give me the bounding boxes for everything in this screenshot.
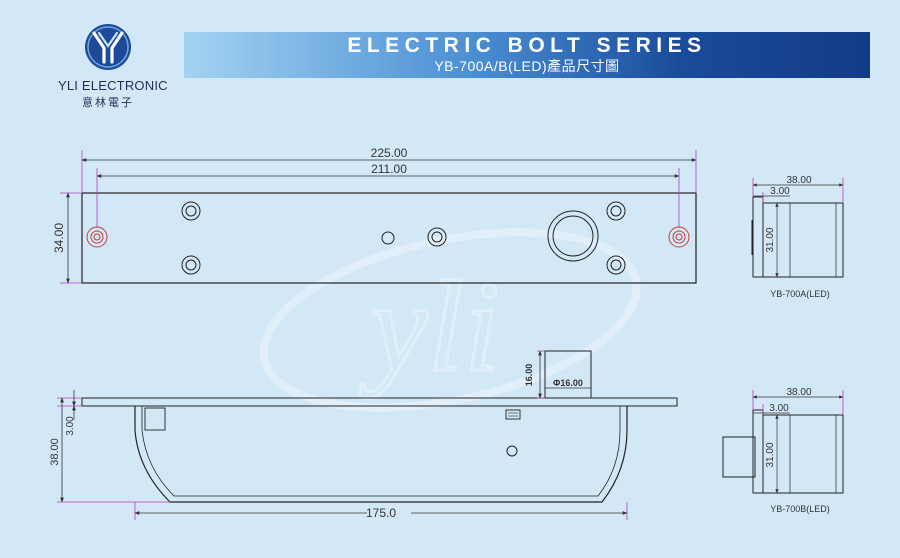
bolt-diameter-label: Φ16.00 [553, 378, 583, 388]
end-b-depth-label: 38.00 [786, 387, 811, 398]
title-banner: ELECTRIC BOLT SERIES YB-700A/B(LED)產品尺寸圖 [184, 32, 870, 78]
page-subtitle: YB-700A/B(LED)產品尺寸圖 [434, 58, 620, 74]
bolt-length-label: 16.00 [524, 364, 534, 387]
led-hole [381, 231, 395, 245]
screw-2 [181, 255, 201, 275]
screw-3 [427, 227, 447, 247]
width-label: 34.00 [52, 223, 66, 253]
brand-name-chinese: 意林電子 [82, 97, 134, 109]
company-logo: YLI ELECTRONIC 意林電子 [58, 22, 168, 110]
bolt-hole [547, 210, 599, 262]
hole-spacing-label: 211.00 [371, 162, 407, 176]
bolt [544, 350, 592, 399]
watermark: yli [259, 228, 641, 412]
wire-clip [144, 407, 166, 431]
end-view-b: 38.00 3.00 31.00 YB-700B(LED) [722, 387, 844, 514]
end-b-caption: YB-700B(LED) [770, 504, 830, 514]
switch-tab [505, 409, 521, 420]
side-view: 16.00 Φ16.00 3.00 38.00 175.0 [49, 350, 678, 520]
end-a-depth-label: 38.00 [786, 175, 811, 186]
end-a-height-label: 31.00 [765, 227, 776, 252]
screw-4 [606, 201, 626, 221]
yli-logo-icon [85, 24, 131, 70]
end-a-caption: YB-700A(LED) [770, 289, 830, 299]
brand-name: YLI ELECTRONIC [58, 78, 168, 93]
screw-5 [606, 255, 626, 275]
faceplate-outline [81, 192, 697, 284]
end-view-a: 38.00 3.00 31.00 YB-700A(LED) [751, 175, 844, 299]
mounting-hole-right [668, 226, 690, 248]
screw-1 [181, 201, 201, 221]
top-view: 225.00 211.00 34.00 [52, 146, 697, 284]
side-hole [506, 445, 518, 457]
page-title: ELECTRIC BOLT SERIES [347, 34, 707, 57]
body-length-label: 175.0 [366, 506, 396, 520]
end-b-height-label: 31.00 [765, 442, 776, 467]
plate-thickness-label: 3.00 [65, 416, 76, 436]
side-faceplate [81, 397, 678, 407]
watermark-text: yli [359, 255, 500, 399]
lock-body [134, 406, 628, 503]
end-a-plate-label: 3.00 [770, 186, 790, 197]
body-height-label: 38.00 [49, 438, 61, 466]
overall-length-label: 225.00 [371, 146, 408, 160]
end-b-plate-label: 3.00 [769, 403, 789, 414]
mounting-hole-left [86, 226, 108, 248]
